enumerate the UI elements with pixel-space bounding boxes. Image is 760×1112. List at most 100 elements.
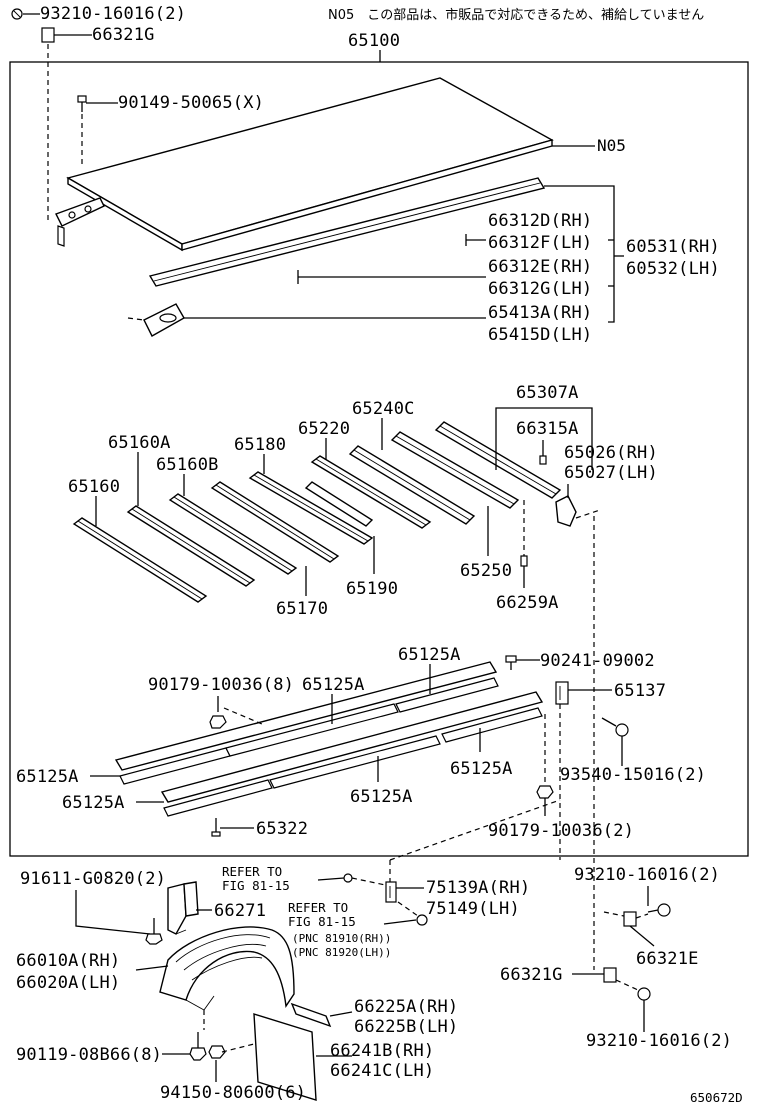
- label-65125a-1: 65125A: [398, 645, 461, 665]
- nut-94150-icon: [208, 1045, 226, 1059]
- label-65415d: 65415D(LH): [488, 325, 592, 345]
- label-65125a-6: 65125A: [350, 787, 413, 807]
- label-66312e: 66312E(RH): [488, 257, 592, 277]
- label-66312d: 66312D(RH): [488, 211, 592, 231]
- cross-member-65180: [248, 471, 374, 545]
- note-n05: N05 この部品は、市販品で対応できるため、補給していません: [328, 7, 704, 23]
- bolt-65322-icon: [211, 818, 221, 837]
- screw-icon: [11, 8, 23, 20]
- pnc-81910: (PNC 81910(RH)): [292, 932, 391, 945]
- label-66312g: 66312G(LH): [488, 279, 592, 299]
- label-65125a-4: 65125A: [450, 759, 513, 779]
- label-75149: 75149(LH): [426, 899, 520, 919]
- refer1-line1: REFER TO: [222, 864, 282, 879]
- side-rail: [148, 177, 546, 287]
- assembly-frame: [9, 61, 749, 857]
- label-66259a: 66259A: [496, 593, 559, 613]
- bolt-93210-bot-icon: [637, 987, 651, 1001]
- clip-66321e-icon: [623, 911, 637, 927]
- bolt-icon: [77, 95, 87, 112]
- nut-refer1-icon: [343, 873, 353, 883]
- bolt-90241-icon: [505, 655, 517, 670]
- label-65125a-2: 65125A: [302, 675, 365, 695]
- label-65100: 65100: [348, 31, 400, 51]
- bracket-65137-icon: [555, 681, 569, 705]
- label-65027: 65027(LH): [564, 463, 658, 483]
- label-90241: 90241-09002: [540, 651, 655, 671]
- cross-member-65190: [304, 481, 374, 527]
- label-65125a-5: 65125A: [62, 793, 125, 813]
- label-93210-mid: 93210-16016(2): [574, 865, 720, 885]
- label-66010a: 66010A(RH): [16, 951, 120, 971]
- drawing-id: 650672D: [690, 1090, 743, 1105]
- pnc-81920: (PNC 81920(LH)): [292, 946, 391, 959]
- bracket-66271: [167, 881, 199, 935]
- label-65413a: 65413A(RH): [488, 303, 592, 323]
- rail-pin-icon: [297, 270, 486, 284]
- clip-icon: [41, 27, 55, 43]
- bracket-66225: [290, 1002, 332, 1028]
- bolt-93210-mid-icon: [647, 903, 671, 917]
- bolt-93540-icon: [601, 717, 629, 737]
- label-94150: 94150-80600(6): [160, 1083, 306, 1103]
- mudguard: [159, 926, 295, 1011]
- cross-member-65160b: [168, 493, 298, 575]
- label-90149: 90149-50065(X): [118, 93, 264, 113]
- label-90179-8: 90179-10036(8): [148, 675, 294, 695]
- mud-flap: [253, 1013, 317, 1101]
- label-66321g-top: 66321G: [92, 25, 155, 45]
- cross-member-65307a: [434, 421, 562, 499]
- label-65180: 65180: [234, 435, 286, 455]
- label-90119: 90119-08B66(8): [16, 1045, 162, 1065]
- label-65160b: 65160B: [156, 455, 219, 475]
- label-65160a: 65160A: [108, 433, 171, 453]
- floor-panel: [66, 77, 554, 252]
- label-66271: 66271: [214, 901, 266, 921]
- label-66241b: 66241B(RH): [330, 1041, 434, 1061]
- bolt-90119-icon: [189, 1032, 207, 1061]
- bolt-refer2-icon: [416, 914, 428, 926]
- cross-member-65160: [72, 517, 208, 603]
- label-65137: 65137: [614, 681, 666, 701]
- cross-member-65220: [310, 455, 432, 529]
- long-rail-lower: [160, 691, 544, 817]
- label-65160: 65160: [68, 477, 120, 497]
- cross-member-65250: [390, 431, 520, 509]
- label-66312f: 66312F(LH): [488, 233, 592, 253]
- label-66241c: 66241C(LH): [330, 1061, 434, 1081]
- refer2-line2: FIG 81-15: [288, 914, 356, 929]
- label-75139a: 75139A(RH): [426, 878, 530, 898]
- label-66321e: 66321E: [636, 949, 699, 969]
- nut-90179-2-icon: [536, 785, 554, 799]
- rail-clip-icon: [465, 234, 486, 246]
- label-65190: 65190: [346, 579, 398, 599]
- label-66225b: 66225B(LH): [354, 1017, 458, 1037]
- label-65322: 65322: [256, 819, 308, 839]
- label-65220: 65220: [298, 419, 350, 439]
- label-65026: 65026(RH): [564, 443, 658, 463]
- label-66321g-bot: 66321G: [500, 965, 563, 985]
- label-65125a-3: 65125A: [16, 767, 79, 787]
- label-90179-2: 90179-10036(2): [488, 821, 634, 841]
- label-n05: N05: [597, 136, 626, 155]
- refer1-line2: FIG 81-15: [222, 878, 290, 893]
- label-93210-top: 93210-16016(2): [40, 4, 186, 24]
- long-rail-upper: [114, 661, 499, 785]
- cross-member-65240c: [348, 445, 476, 525]
- label-60532: 60532(LH): [626, 259, 720, 279]
- label-66225a: 66225A(RH): [354, 997, 458, 1017]
- label-65307a: 65307A: [516, 383, 579, 403]
- bracket-65026-icon: [555, 495, 577, 527]
- label-66315a: 66315A: [516, 419, 579, 439]
- bolt-91611-icon: [145, 918, 163, 945]
- label-65240c: 65240C: [352, 399, 415, 419]
- clip-66321g-bot-icon: [603, 967, 617, 983]
- label-93540: 93540-15016(2): [560, 765, 706, 785]
- label-66020a: 66020A(LH): [16, 973, 120, 993]
- cross-member-65170: [210, 481, 340, 563]
- label-60531: 60531(RH): [626, 237, 720, 257]
- refer2-line1: REFER TO: [288, 900, 348, 915]
- corner-bracket: [127, 303, 185, 337]
- bracket-75139-icon: [385, 881, 397, 903]
